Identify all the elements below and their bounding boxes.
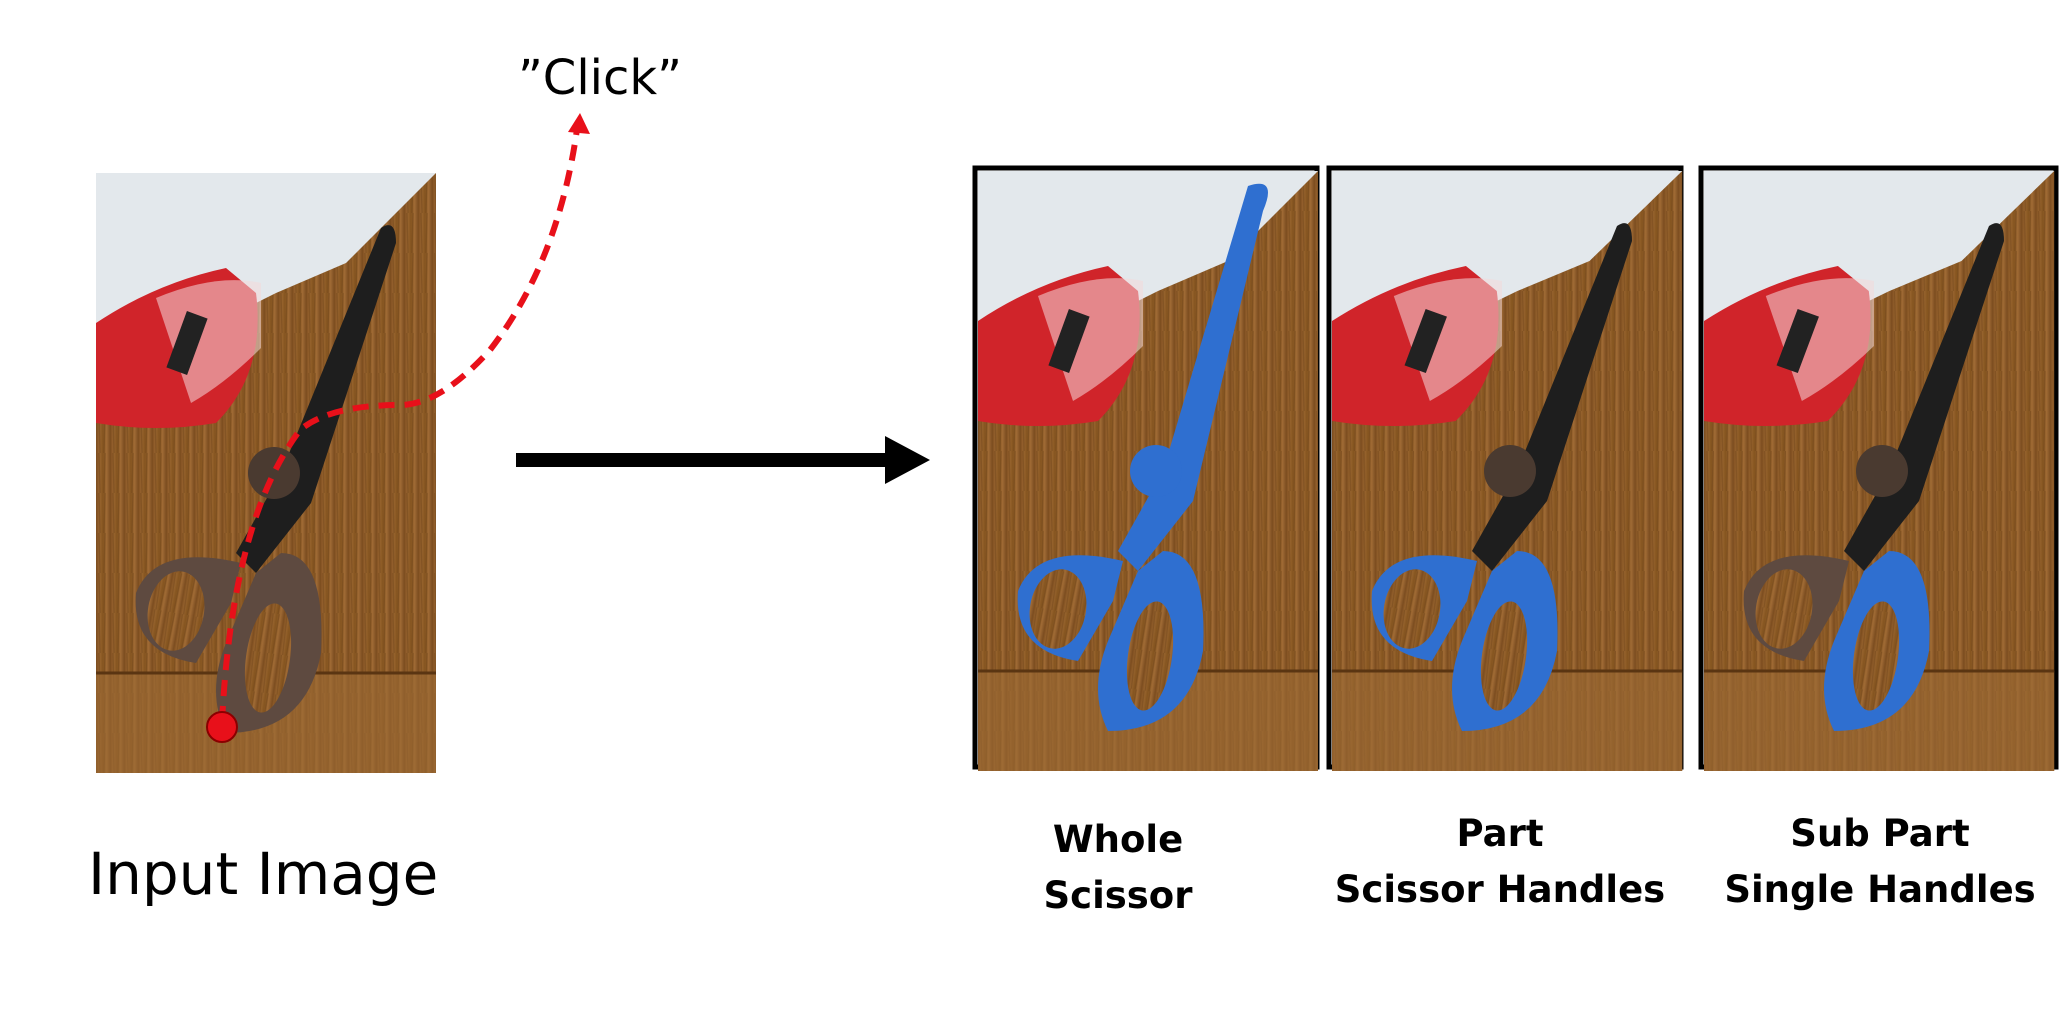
click-arrowhead <box>568 113 590 134</box>
panel-whole <box>972 165 1320 773</box>
panel-part-level: Part <box>1456 812 1544 855</box>
panel-subpart <box>1698 165 2059 773</box>
panel-whole-level: Whole <box>1052 818 1184 861</box>
panel-subpart-name: Single Handles <box>1724 868 2036 911</box>
click-label: ”Click” <box>517 50 683 106</box>
panel-subpart-level: Sub Part <box>1790 812 1970 855</box>
panel-whole-label: Whole Scissor <box>988 812 1248 924</box>
click-point <box>206 711 238 743</box>
panel-part-label: Part Scissor Handles <box>1300 806 1700 918</box>
click-trajectory <box>219 121 581 723</box>
panel-part-name: Scissor Handles <box>1334 868 1666 911</box>
transform-arrowhead <box>885 436 930 484</box>
input-image-label: Input Image <box>88 840 439 908</box>
panel-part <box>1326 165 1684 773</box>
panel-subpart-label: Sub Part Single Handles <box>1690 806 2066 918</box>
panel-whole-name: Scissor <box>1043 874 1193 917</box>
input-image <box>94 171 438 775</box>
